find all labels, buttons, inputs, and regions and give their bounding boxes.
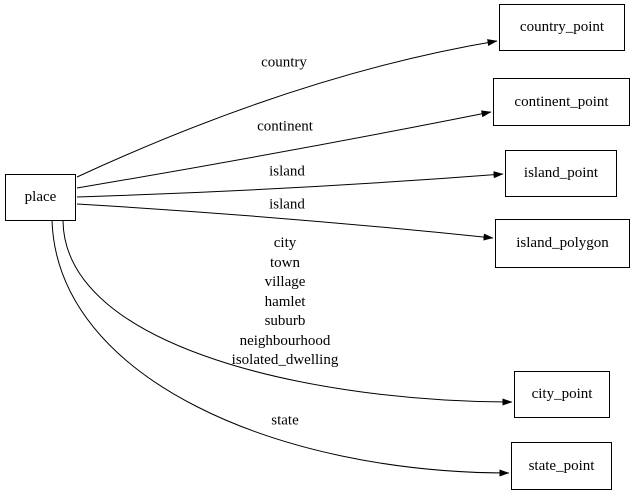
node-city-point: city_point xyxy=(514,371,610,418)
edge-place-continent-point xyxy=(76,110,492,189)
edge-label-country: country xyxy=(261,54,307,71)
edge-label-city-list: city town village hamlet suburb neighbou… xyxy=(231,234,339,368)
node-place: place xyxy=(5,174,76,221)
node-continent-point: continent_point xyxy=(493,78,630,126)
edge-label-island-polygon: island xyxy=(269,196,305,213)
edge-place-country-point xyxy=(76,39,498,178)
edge-place-city-point xyxy=(62,220,513,406)
edge-place-island-point xyxy=(76,171,504,198)
node-island-polygon: island_polygon xyxy=(495,219,630,268)
edge-label-continent: continent xyxy=(257,118,313,135)
edge-place-island-polygon xyxy=(76,203,494,241)
edge-place-state-point xyxy=(51,220,510,477)
node-country-point: country_point xyxy=(499,4,625,51)
edge-label-island-point: island xyxy=(269,163,305,180)
node-state-point: state_point xyxy=(511,442,612,490)
node-island-point: island_point xyxy=(505,150,617,197)
edge-label-state: state xyxy=(271,412,299,429)
